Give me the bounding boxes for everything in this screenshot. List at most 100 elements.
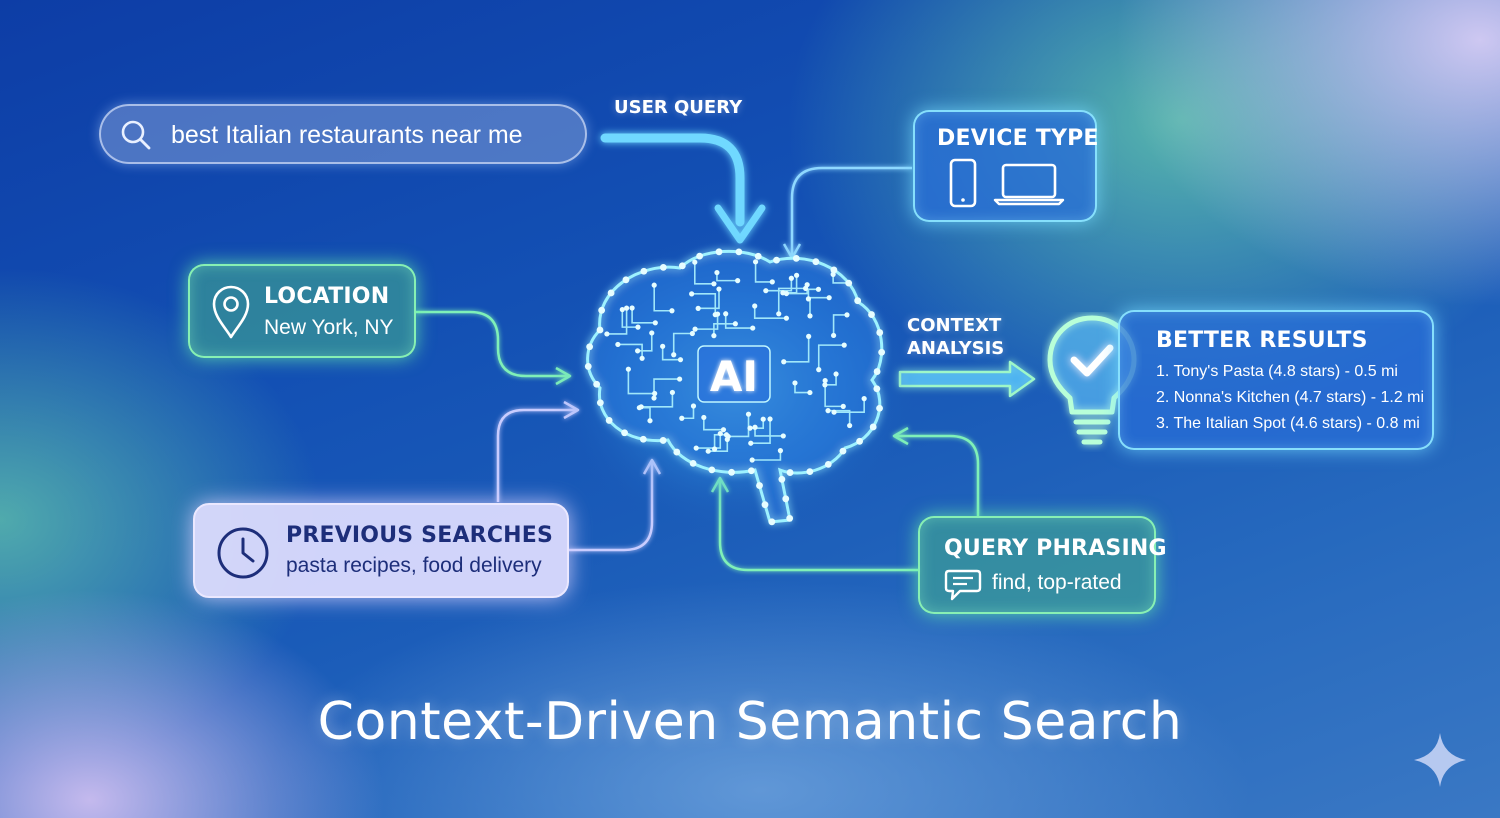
circuit-node <box>638 404 644 410</box>
circuit-node <box>783 315 790 321</box>
outline-node <box>878 348 886 356</box>
outline-node <box>715 248 723 256</box>
query-phrasing-value: find, top-rated <box>992 571 1122 594</box>
page-title: Context-Driven Semantic Search <box>317 692 1183 752</box>
outline-node <box>854 297 862 305</box>
circuit-trace <box>752 450 782 461</box>
circuit-node <box>615 341 621 348</box>
outline-node <box>735 248 743 256</box>
outline-node <box>773 256 780 264</box>
circuit-trace <box>672 332 693 355</box>
circuit-node <box>847 422 853 429</box>
outline-node <box>640 267 648 275</box>
circuit-node <box>711 281 717 287</box>
circuit-node <box>769 279 775 285</box>
circuit-node <box>732 321 738 327</box>
circuit-node <box>825 408 831 414</box>
circuit-trace <box>653 285 672 312</box>
circuit-node <box>752 424 758 430</box>
outline-node <box>873 368 881 375</box>
circuit-node <box>651 395 657 401</box>
circuit-trace <box>834 398 865 414</box>
outline-node <box>812 258 820 266</box>
circuit-node <box>693 445 699 451</box>
circuit-node <box>639 355 645 361</box>
circuit-node <box>807 389 813 396</box>
circuit-node <box>826 295 832 301</box>
circuit-node <box>803 285 809 291</box>
circuit-trace <box>783 336 810 363</box>
outline-node <box>639 435 647 443</box>
search-query-text: best Italian restaurants near me <box>171 121 523 149</box>
circuit-node <box>652 320 658 326</box>
circuit-node <box>677 357 684 363</box>
location-value: New York, NY <box>264 316 394 339</box>
outline-node <box>605 417 613 424</box>
circuit-node <box>652 390 658 397</box>
device-type-card: DEVICE TYPE <box>913 110 1099 222</box>
outline-node <box>673 448 681 456</box>
result-item-2: 2. Nonna's Kitchen (4.7 stars) - 1.2 mi <box>1156 389 1425 406</box>
circuit-node <box>840 403 846 409</box>
context-analysis-label: CONTEXT ANALYSIS <box>907 314 1004 360</box>
circuit-trace <box>693 262 714 285</box>
outline-node <box>876 329 884 336</box>
circuit-trace <box>728 414 750 438</box>
search-bar[interactable]: best Italian restaurants near me <box>99 104 587 164</box>
circuit-node <box>833 371 839 377</box>
circuit-node <box>822 382 828 388</box>
circuit-trace <box>606 308 628 335</box>
circuit-node <box>660 343 666 349</box>
circuit-trace <box>765 278 793 292</box>
outline-node <box>869 423 877 431</box>
circuit-node <box>649 330 655 336</box>
outline-node <box>806 468 814 476</box>
circuit-node <box>705 448 711 454</box>
query-phrasing-title: QUERY PHRASING <box>944 536 1167 561</box>
circuit-node <box>692 259 698 265</box>
circuit-trace <box>617 343 643 359</box>
outline-node <box>678 262 686 270</box>
context-analysis-line-1: CONTEXT <box>907 315 1002 336</box>
circuit-node <box>671 352 677 358</box>
outline-node <box>747 467 755 475</box>
outline-node <box>586 343 594 351</box>
circuit-node <box>763 288 769 294</box>
result-item-1: 1. Tony's Pasta (4.8 stars) - 0.5 mi <box>1156 363 1398 380</box>
previous-searches-card: PREVIOUS SEARCHES pasta recipes, food de… <box>193 503 569 598</box>
circuit-node <box>831 409 837 415</box>
circuit-node <box>723 311 729 317</box>
circuit-node <box>752 259 759 265</box>
device-type-title: DEVICE TYPE <box>937 126 1099 151</box>
circuit-node <box>841 342 847 348</box>
sparkle-icon <box>1414 733 1466 787</box>
outline-node <box>873 385 881 393</box>
circuit-trace <box>807 288 819 299</box>
circuit-node <box>724 436 730 443</box>
outline-node <box>792 254 800 262</box>
circuit-node <box>806 333 812 339</box>
circuit-node <box>745 411 752 417</box>
circuit-node <box>669 389 676 396</box>
query-phrasing-card: QUERY PHRASING find, top-rated <box>918 516 1167 614</box>
outline-node <box>756 482 763 489</box>
circuit-node <box>714 269 720 276</box>
circuit-trace <box>832 274 849 284</box>
circuit-node <box>748 440 754 446</box>
outline-node <box>876 404 883 412</box>
user-query-label: USER QUERY <box>614 97 743 118</box>
ai-label: AI <box>710 352 758 401</box>
circuit-node <box>701 414 707 421</box>
circuit-node <box>760 416 766 422</box>
outline-node <box>845 279 853 287</box>
circuit-trace <box>750 419 771 445</box>
search-icon <box>121 120 151 150</box>
circuit-trace <box>817 344 845 370</box>
circuit-node <box>695 305 701 311</box>
circuit-node <box>788 275 794 281</box>
circuit-trace <box>641 392 674 408</box>
outline-node <box>728 468 735 476</box>
circuit-node <box>747 425 753 431</box>
circuit-node <box>792 380 798 386</box>
